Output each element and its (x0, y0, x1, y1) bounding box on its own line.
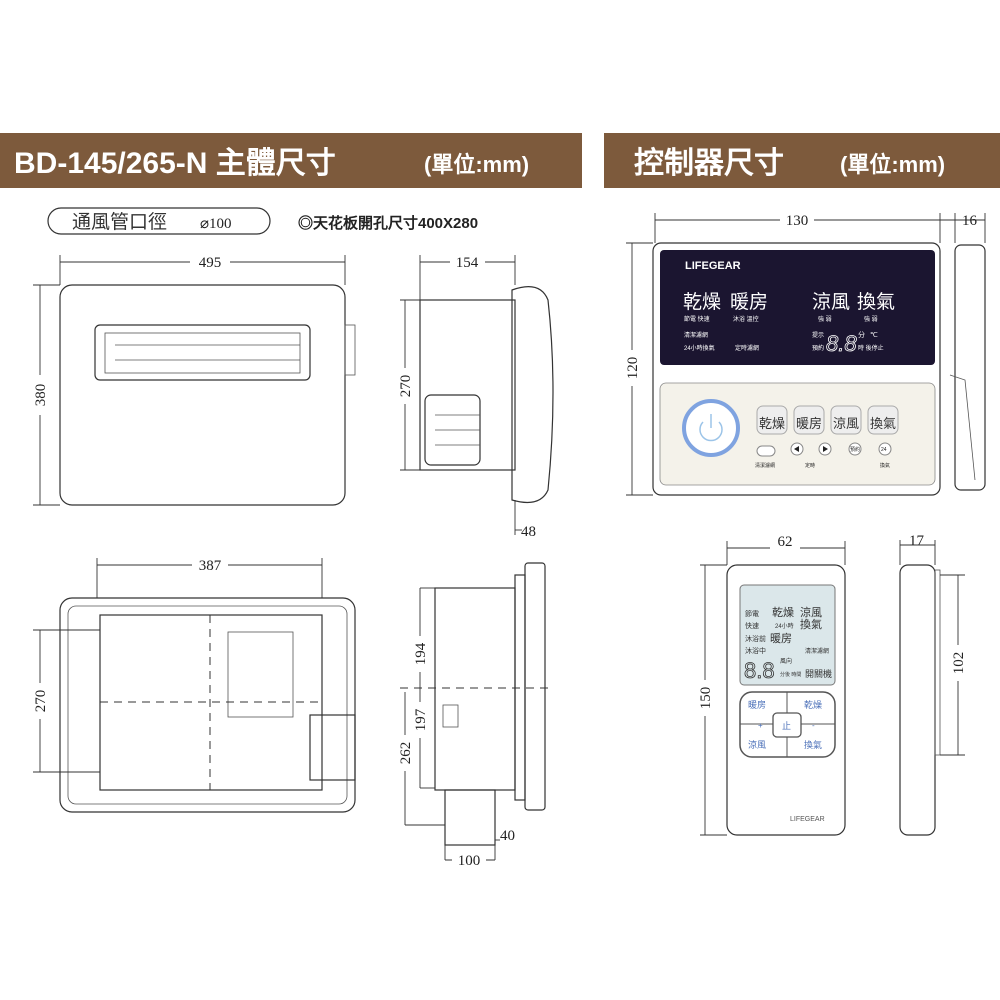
remote-minus-button[interactable]: - (812, 721, 815, 730)
controller-side: 16 (940, 213, 986, 491)
button-dry[interactable]: 乾燥 (759, 416, 785, 431)
offset-dim: 40 (500, 828, 515, 844)
remote-depth-dim: 17 (909, 533, 925, 549)
front-width-dim: 495 (199, 255, 222, 271)
remote-brand: LIFEGEAR (790, 816, 825, 823)
controller-unit: (單位:mm) (840, 152, 945, 177)
screen-digits: 8.8 (826, 331, 857, 356)
screen-filter: 清潔濾網 (684, 331, 708, 339)
bottom-view: 387 270 (32, 557, 356, 813)
timer-label: 定時 (805, 462, 815, 469)
main-unit-header-bar (0, 133, 582, 188)
rs-l2b: 24小時 (775, 622, 794, 630)
controller-width-dim: 130 (786, 213, 809, 229)
rs-l4b: 清潔濾網 (805, 647, 829, 655)
controller-front: LIFEGEAR 乾燥 暖房 涼風 換氣 節電 快速 沐浴 溫控 強 弱 強 弱… (624, 212, 941, 496)
screen-ventilation: 24小時換氣 (684, 344, 715, 352)
remote-width-dim: 62 (778, 534, 793, 550)
rs-l3b: 暖房 (770, 632, 792, 645)
side-view: 154 270 48 (397, 254, 554, 540)
filter-button[interactable] (756, 445, 776, 457)
rs-l1a: 節電 (745, 609, 759, 618)
ceiling-opening-note: ◎天花板開孔尺寸400X280 (298, 214, 478, 232)
total-height-dim: 262 (398, 742, 414, 765)
reserve-button[interactable] (848, 442, 862, 456)
h24-label: 24 (881, 447, 887, 453)
duct-value: ⌀100 (200, 216, 232, 232)
main-unit-title: BD-145/265-N 主體尺寸 (14, 147, 336, 180)
screen-reserve: 預約 (812, 344, 824, 352)
screen-sub-vent: 強 弱 (864, 315, 878, 323)
screen-timer-filter: 定時濾網 (735, 344, 759, 352)
remote-dry-button[interactable]: 乾燥 (804, 699, 822, 710)
screen-mode-heat: 暖房 (730, 291, 768, 313)
controller-height-dim: 120 (625, 357, 641, 380)
button-vent[interactable]: 換氣 (870, 416, 896, 431)
remote-cool-button[interactable]: 涼風 (748, 739, 766, 750)
controller-header-bar (604, 133, 1000, 188)
controller-brand: LIFEGEAR (685, 260, 741, 272)
remote-heat-button[interactable]: 暖房 (748, 699, 766, 710)
bottom-height-dim: 270 (33, 690, 49, 713)
screen-hour-stop: 時 後停止 (858, 344, 884, 352)
remote-side-height-dim: 102 (951, 652, 967, 675)
bottom-width-dim: 387 (199, 558, 222, 574)
lower-height-dim: 197 (413, 708, 429, 731)
duct-width-dim: 100 (458, 853, 481, 869)
screen-celsius: ℃ (870, 332, 878, 339)
rs-time: 分後 時間 (780, 671, 801, 678)
left-arrow-icon (794, 446, 799, 452)
rs-l2c: 換氣 (800, 617, 822, 631)
remote-stop-label: 止 (782, 720, 791, 731)
mode-buttons: 乾燥 暖房 涼風 換氣 (756, 405, 899, 435)
right-arrow-icon (823, 446, 828, 452)
controller-title: 控制器尺寸 (634, 147, 784, 180)
front-height-dim: 380 (33, 384, 49, 407)
screen-mode-dry: 乾燥 (683, 291, 721, 313)
rs-l4a: 沐浴中 (745, 646, 766, 655)
remote-front: 節電 乾燥 涼風 快速 24小時 換氣 沐浴前 暖房 沐浴中 清潔濾網 8.8 … (697, 534, 846, 836)
front-view: 495 380 (32, 254, 356, 506)
rs-l3a: 沐浴前 (745, 634, 766, 643)
side-panel-dim: 48 (521, 524, 536, 540)
duct-label: 通風管口徑 (72, 211, 167, 233)
side-depth-dim: 154 (456, 255, 479, 271)
rs-l1b: 乾燥 (772, 606, 794, 619)
remote-side: 17 102 (899, 533, 967, 836)
remote-plus-button[interactable]: + (758, 721, 763, 730)
rs-l1c: 涼風 (800, 605, 822, 619)
screen-sub-cool: 強 弱 (818, 315, 832, 323)
h24-button[interactable] (878, 442, 892, 456)
rs-onoff: 開關機 (805, 668, 832, 679)
button-heat[interactable]: 暖房 (796, 416, 822, 431)
vent-label: 換氣 (880, 462, 890, 469)
main-unit-unit: (單位:mm) (424, 152, 529, 177)
screen-mode-cool: 涼風 (812, 291, 850, 313)
power-icon (699, 421, 723, 442)
screen-sub-dry: 節電 快速 (684, 315, 710, 323)
controller-depth-dim: 16 (962, 213, 978, 229)
bottom-side-view: 194 197 262 40 100 (397, 562, 550, 869)
side-height-dim: 270 (398, 375, 414, 398)
screen-sub-heat: 沐浴 溫控 (733, 315, 759, 323)
screen-minute: 分 (858, 330, 865, 339)
reserve-label: 預約 (850, 446, 860, 453)
filter-label: 清潔濾網 (755, 462, 775, 469)
rs-digits: 8.8 (744, 658, 775, 683)
rs-l2a: 快速 (745, 621, 759, 630)
remote-height-dim: 150 (698, 687, 714, 710)
button-cool[interactable]: 涼風 (833, 416, 859, 431)
screen-mode-vent: 換氣 (857, 291, 895, 313)
duct-diameter-pill (47, 207, 271, 235)
remote-vent-button[interactable]: 換氣 (804, 739, 822, 750)
screen-hint: 提示 (812, 331, 824, 339)
remote-stop-button[interactable] (772, 712, 802, 738)
rs-dir: 風向 (780, 657, 792, 665)
upper-height-dim: 194 (413, 642, 429, 665)
